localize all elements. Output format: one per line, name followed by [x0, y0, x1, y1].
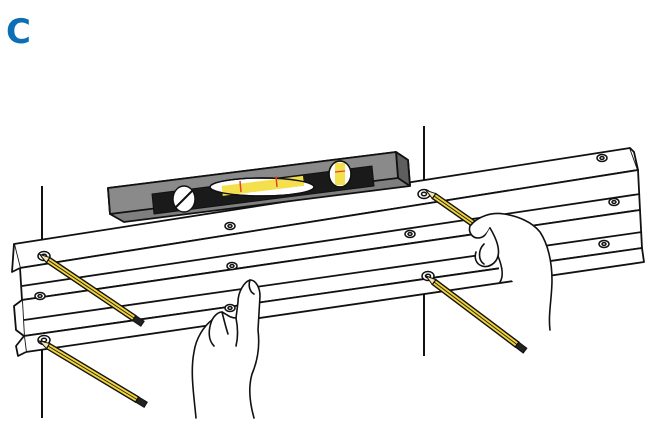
hand-icon — [468, 212, 553, 331]
mounting-rail — [11, 147, 645, 357]
hand-icon — [191, 279, 261, 419]
rail-holes — [34, 153, 620, 346]
step-label: C — [6, 12, 31, 52]
spirit-level-icon — [107, 151, 411, 223]
